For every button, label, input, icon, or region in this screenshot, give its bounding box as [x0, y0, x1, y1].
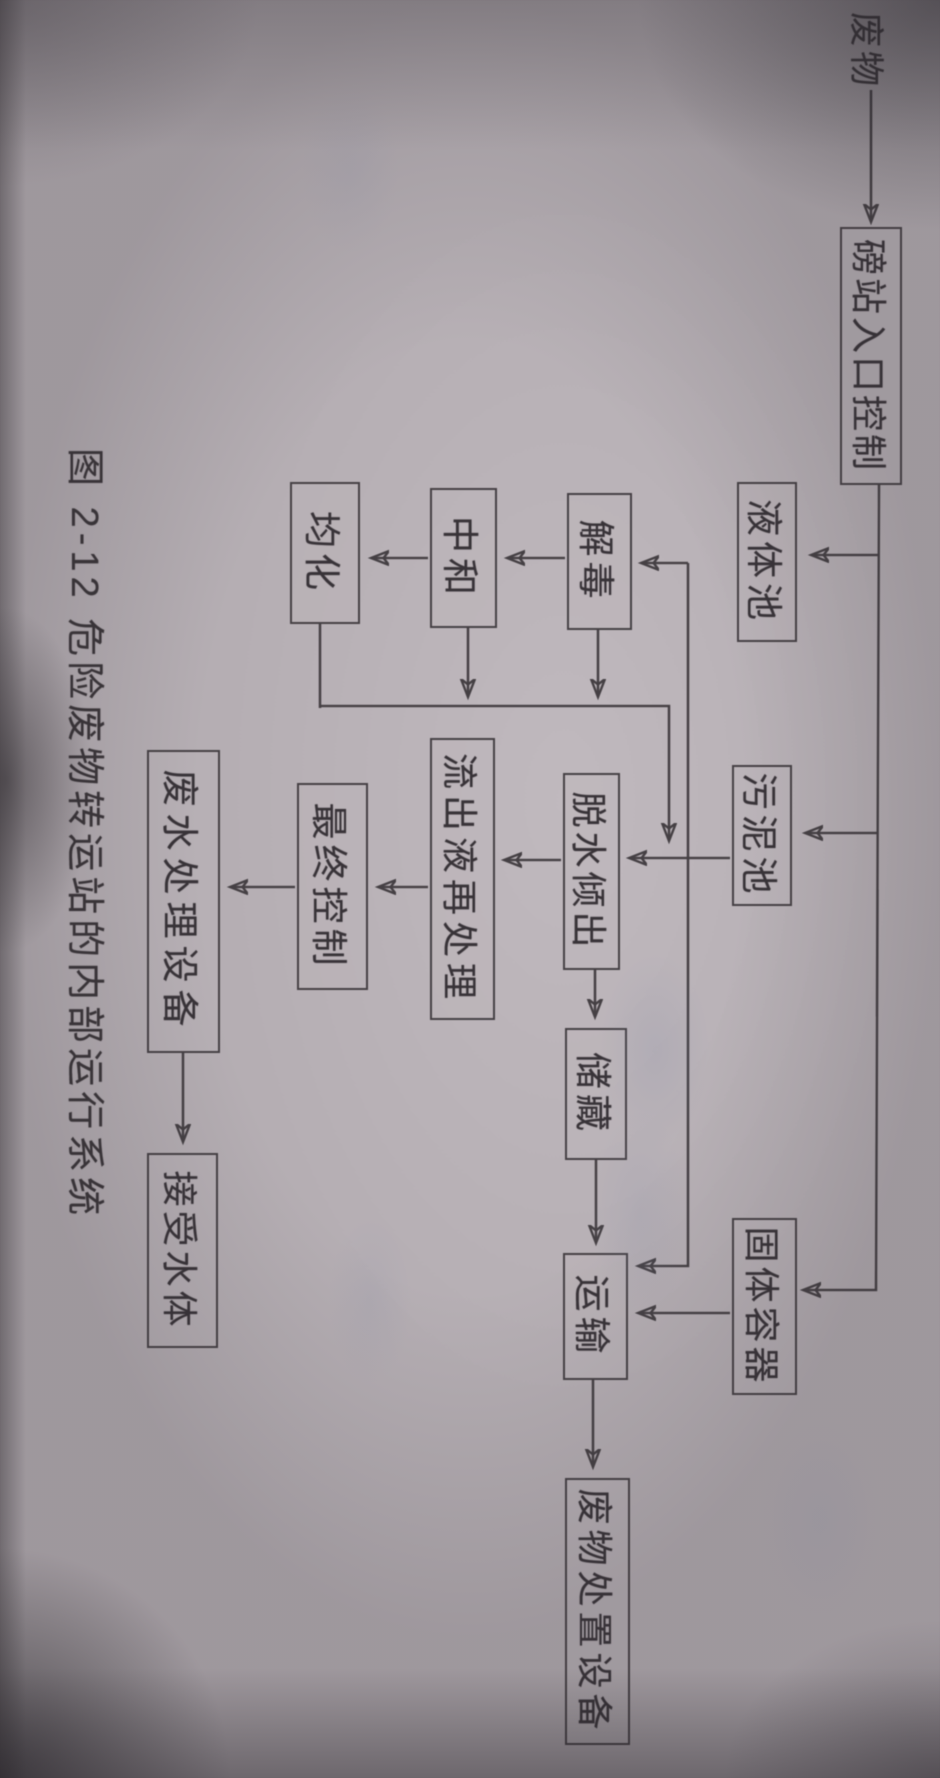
node-waste-disposal-equipment: 废物处置设备	[565, 1478, 630, 1745]
node-wastewater-treatment-equipment: 废水处理设备	[147, 750, 220, 1053]
figure-caption: 图 2-12 危险废物转运站的内部运行系统	[63, 448, 105, 1221]
node-dewatering-decant: 脱水倾出	[563, 773, 620, 970]
node-detoxification: 解毒	[567, 493, 632, 630]
waste-source-label: 废物	[846, 12, 885, 91]
node-neutralization: 中和	[430, 488, 497, 628]
node-receiving-water-body: 接受水体	[147, 1153, 218, 1348]
node-storage: 储藏	[565, 1028, 627, 1160]
node-liquid-pool: 液体池	[737, 482, 797, 642]
node-effluent-retreatment: 流出液再处理	[430, 738, 495, 1020]
node-transport: 运输	[563, 1253, 628, 1380]
node-sludge-pool: 污泥池	[732, 765, 792, 906]
node-final-control: 最终控制	[297, 783, 368, 990]
node-weighbridge-entrance-control: 磅站入口控制	[840, 227, 902, 485]
node-solid-containers: 固体容器	[732, 1218, 797, 1395]
node-equalization: 均化	[290, 482, 360, 624]
